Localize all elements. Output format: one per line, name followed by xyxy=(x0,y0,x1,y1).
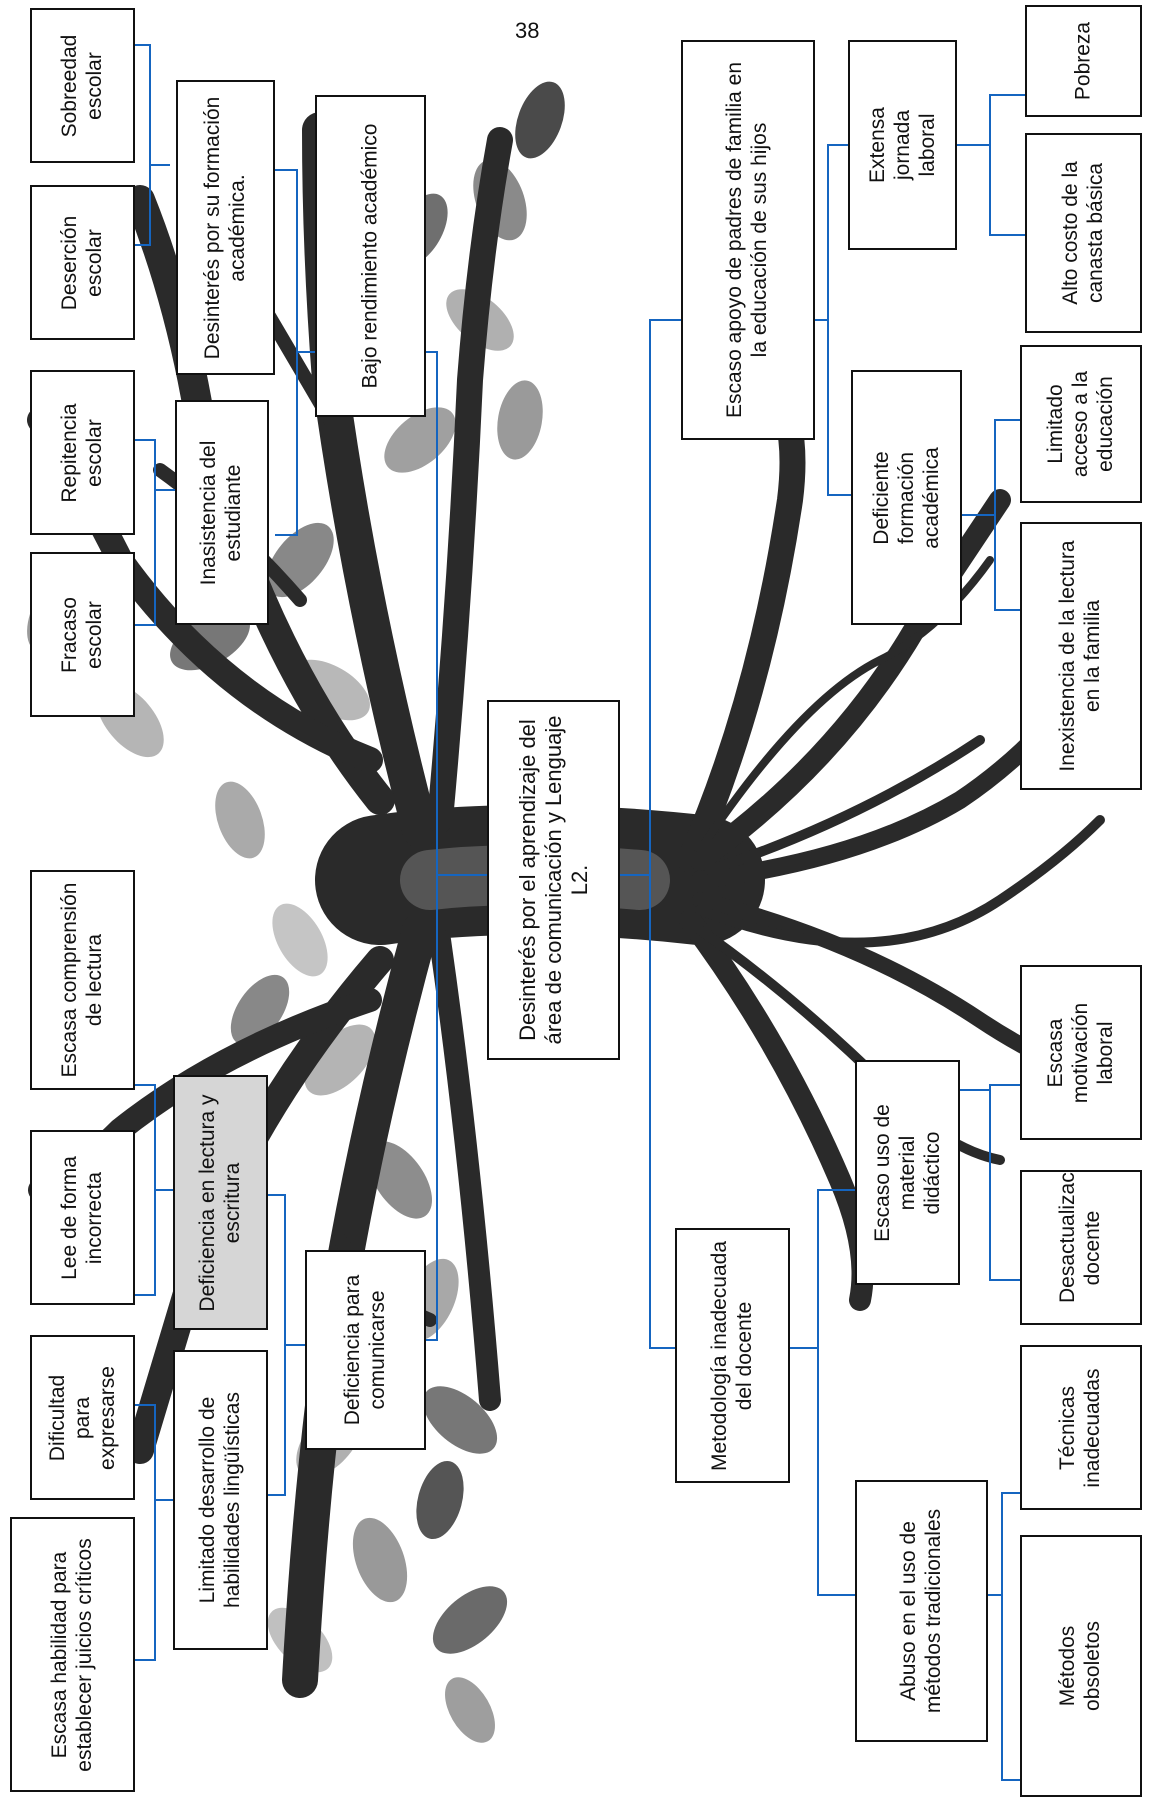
effect-repitencia-label: Repitencia escolar xyxy=(57,402,106,503)
cause-metodologia-label: Metodología inadecuada del docente xyxy=(707,1240,756,1471)
cause-tecnicas-label: Técnicas inadecuadas xyxy=(1056,1367,1104,1488)
cause-escasa-motivacion-box: Escasa motivación laboral xyxy=(1020,965,1142,1140)
cause-deficiente-formacion-box: Deficiente formación académica xyxy=(851,370,962,625)
cause-escasa-motivacion-label: Escasa motivación laboral xyxy=(1043,1002,1117,1103)
cause-limitado-acceso-box: Limitado acceso a la educación xyxy=(1020,345,1142,503)
page-number: 38 xyxy=(515,18,540,43)
cause-abuso-metodos-label: Abuso en el uso de métodos tradicionales xyxy=(896,1508,945,1714)
cause-escaso-apoyo-box: Escaso apoyo de padres de familia en la … xyxy=(681,40,815,440)
effect-repitencia-box: Repitencia escolar xyxy=(30,370,135,535)
cause-metodologia-box: Metodología inadecuada del docente xyxy=(675,1228,790,1483)
effect-deficiencia-comunicarse-label: Deficiencia para comunicarse xyxy=(340,1274,389,1426)
effect-inasistencia-label: Inasistencia del estudiante xyxy=(197,440,245,585)
effect-fracaso-label: Fracaso escolar xyxy=(57,596,106,673)
effect-limitado-desarrollo-label: Limitado desarrollo de habilidades lingü… xyxy=(195,1392,244,1608)
cause-limitado-acceso-label: Limitado acceso a la educación xyxy=(1043,370,1117,478)
central-problem-label: Desinterés por el aprendizaje del área d… xyxy=(514,715,592,1045)
cause-escaso-apoyo-label: Escaso apoyo de padres de familia en la … xyxy=(723,61,771,419)
effect-inasistencia-box: Inasistencia del estudiante xyxy=(175,400,269,625)
effect-escasa-habilidad-label: Escasa habilidad para establecer juicios… xyxy=(47,1537,96,1772)
cause-deficiente-formacion-label: Deficiente formación académica xyxy=(869,446,942,549)
effect-sobreedad-box: Sobreedad escolar xyxy=(30,8,135,163)
effect-dificultad-expresarse-box: Dificultad para expresarse xyxy=(30,1335,135,1500)
cause-inexistencia-lectura-box: Inexistencia de la lectura en la familia xyxy=(1020,522,1142,790)
effect-desinteres-formacion-box: Desinterés por su formación académica. xyxy=(176,80,275,375)
effect-limitado-desarrollo-box: Limitado desarrollo de habilidades lingü… xyxy=(173,1350,268,1650)
effect-fracaso-box: Fracaso escolar xyxy=(30,552,135,717)
effect-deficiencia-lectura-box: Deficiencia en lectura y escritura xyxy=(173,1075,268,1330)
effect-desercion-box: Deserción escolar xyxy=(30,185,135,340)
cause-pobreza-box: Pobreza xyxy=(1025,5,1142,117)
effect-deficiencia-lectura-label: Deficiencia en lectura y escritura xyxy=(195,1093,244,1312)
cause-desactualizacion-box: Desactualización docente xyxy=(1020,1170,1142,1325)
cause-escaso-material-label: Escaso uso de material didáctico xyxy=(870,1103,943,1242)
cause-extensa-jornada-box: Extensa jornada laboral xyxy=(848,40,957,250)
effect-bajo-rendimiento-box: Bajo rendimiento académico xyxy=(315,95,426,417)
effect-sobreedad-label: Sobreedad escolar xyxy=(57,34,106,137)
effect-lee-incorrecta-box: Lee de forma incorrecta xyxy=(30,1130,135,1305)
effect-desercion-label: Deserción escolar xyxy=(57,215,106,310)
cause-desactualizacion-label: Desactualización docente xyxy=(1056,1170,1104,1303)
cause-pobreza-label: Pobreza xyxy=(1071,21,1095,101)
cause-alto-costo-box: Alto costo de la canasta básica xyxy=(1025,133,1142,333)
effect-bajo-rendimiento-label: Bajo rendimiento académico xyxy=(358,123,382,389)
effect-deficiencia-comunicarse-box: Deficiencia para comunicarse xyxy=(305,1250,426,1450)
cause-metodos-obsoletos-box: Métodos obsoletos xyxy=(1020,1535,1142,1797)
effect-desinteres-formacion-label: Desinterés por su formación académica. xyxy=(200,96,249,359)
effect-escasa-comprension-box: Escasa comprensión de lectura xyxy=(30,870,135,1090)
central-problem-box: Desinterés por el aprendizaje del área d… xyxy=(487,700,620,1060)
effect-escasa-habilidad-box: Escasa habilidad para establecer juicios… xyxy=(10,1517,135,1792)
cause-inexistencia-lectura-label: Inexistencia de la lectura en la familia xyxy=(1056,540,1104,772)
cause-escaso-material-box: Escaso uso de material didáctico xyxy=(855,1060,960,1285)
cause-metodos-obsoletos-label: Métodos obsoletos xyxy=(1056,1621,1104,1711)
effect-lee-incorrecta-label: Lee de forma incorrecta xyxy=(57,1155,106,1280)
cause-alto-costo-label: Alto costo de la canasta básica xyxy=(1058,161,1107,305)
cause-extensa-jornada-label: Extensa jornada laboral xyxy=(865,107,938,183)
effect-dificultad-expresarse-label: Dificultad para expresarse xyxy=(45,1365,118,1470)
cause-abuso-metodos-box: Abuso en el uso de métodos tradicionales xyxy=(855,1480,988,1742)
effect-escasa-comprension-label: Escasa comprensión de lectura xyxy=(57,882,106,1078)
cause-tecnicas-box: Técnicas inadecuadas xyxy=(1020,1345,1142,1510)
